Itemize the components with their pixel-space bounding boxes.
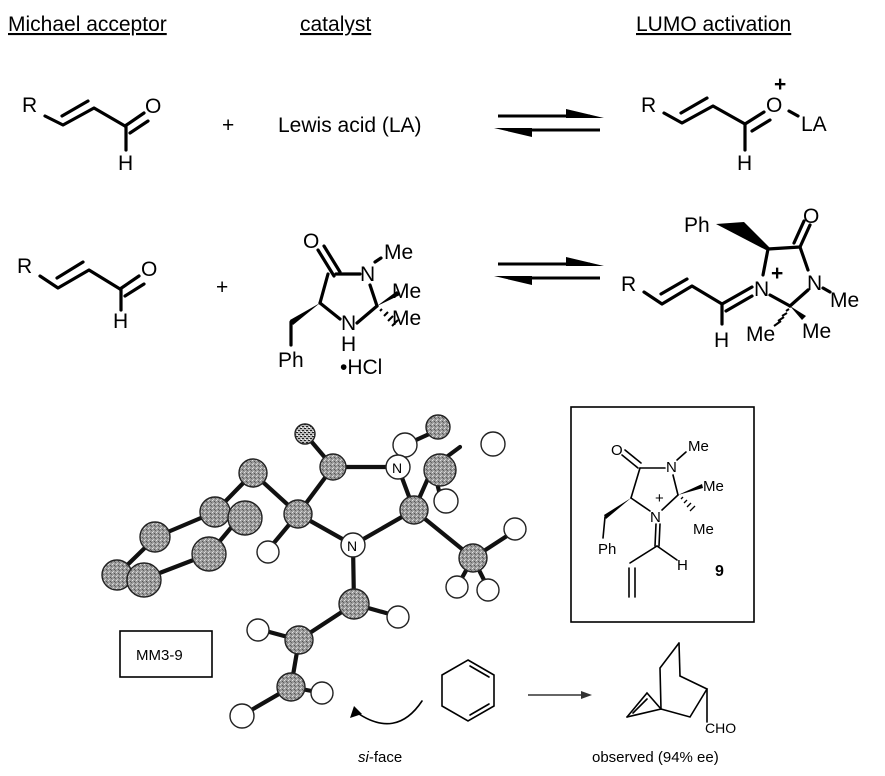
atom-label-R: R bbox=[621, 273, 636, 296]
observed-ee-label: observed (94% ee) bbox=[592, 749, 719, 766]
mm3-9-label: MM3-9 bbox=[136, 647, 183, 664]
header-lumo-activation: LUMO activation bbox=[636, 13, 791, 36]
header-catalyst: catalyst bbox=[300, 13, 371, 36]
n-methyl-label: Me bbox=[384, 241, 413, 264]
plus-sign-row1: + bbox=[222, 114, 234, 137]
atom-N2-label: N bbox=[347, 538, 357, 554]
iminium-charge: + bbox=[771, 262, 783, 285]
atom-label-N: N bbox=[360, 263, 375, 286]
n-methyl-label: Me bbox=[688, 438, 709, 455]
aldehyde-CHO-label: CHO bbox=[705, 720, 736, 736]
atom-label-O: O bbox=[803, 205, 819, 228]
amine-N-label: N bbox=[341, 312, 356, 335]
iminium-N-label: N bbox=[754, 278, 769, 301]
oxonium-charge: + bbox=[774, 73, 786, 96]
equilibrium-arrow-row2 bbox=[494, 257, 604, 285]
hcl-salt-label: •HCl bbox=[340, 356, 382, 379]
methyl-hash-label: Me bbox=[746, 323, 775, 346]
iminium-N-label: N bbox=[650, 509, 661, 526]
methyl-wedge-label: Me bbox=[802, 320, 831, 343]
n-methyl-label: Me bbox=[830, 289, 859, 312]
atom-label-O: O bbox=[145, 95, 161, 118]
methyl-wedge-label: Me bbox=[703, 478, 724, 495]
atom-label-H: H bbox=[714, 329, 729, 352]
methyl-hash-label: Me bbox=[693, 521, 714, 538]
atom-label-R: R bbox=[641, 94, 656, 117]
atom-label-R: R bbox=[22, 94, 37, 117]
atom-label-H: H bbox=[113, 310, 128, 333]
catalyst-lewis-acid: Lewis acid (LA) bbox=[278, 114, 422, 137]
compound-9-inset: O N Me Me Me N + Ph H 9 bbox=[570, 406, 755, 623]
amine-H-label: H bbox=[341, 333, 356, 356]
atom-label-O: O bbox=[611, 442, 623, 459]
lewis-acid-label: LA bbox=[801, 113, 827, 136]
atom-label-H: H bbox=[737, 152, 752, 175]
phenyl-label: Ph bbox=[278, 349, 304, 372]
iminium-ion-product: Ph O N Me N + Me Me R H bbox=[621, 205, 859, 352]
si-face-label: si-face bbox=[358, 749, 402, 766]
atom-label-H: H bbox=[677, 557, 688, 574]
phenyl-label: Ph bbox=[684, 214, 710, 237]
mm3-9-label-box: MM3-9 bbox=[119, 630, 213, 678]
header-michael-acceptor: Michael acceptor bbox=[8, 13, 167, 36]
cyclohexadiene-structure bbox=[441, 659, 495, 722]
atom-N1-label: N bbox=[392, 460, 402, 476]
bicyclooctene-product: CHO observed (94% ee) bbox=[592, 642, 736, 766]
reaction-arrow bbox=[528, 691, 592, 699]
plus-sign-row2: + bbox=[216, 276, 228, 299]
si-face-approach: si-face bbox=[350, 700, 423, 766]
nitrogen-atom-amide bbox=[385, 454, 411, 480]
equilibrium-arrow-row1 bbox=[494, 109, 604, 137]
gem-methyl-hash-label: Me bbox=[392, 307, 421, 330]
imidazolidinone-catalyst: O N Me Me Me N H Ph •HCl bbox=[278, 230, 421, 379]
atom-label-O: O bbox=[141, 258, 157, 281]
enal-structure-row1: R O H bbox=[22, 94, 161, 175]
compound-number: 9 bbox=[715, 563, 724, 580]
atom-label-H: H bbox=[118, 152, 133, 175]
amide-N-label: N bbox=[666, 459, 677, 476]
nitrogen-atom-iminium bbox=[340, 532, 366, 558]
atom-label-O: O bbox=[303, 230, 319, 253]
activated-enal-row1: R O + LA H bbox=[641, 73, 827, 175]
amide-N-label: N bbox=[807, 272, 822, 295]
iminium-charge: + bbox=[655, 490, 664, 507]
enal-structure-row2: R O H bbox=[17, 255, 157, 333]
phenyl-label: Ph bbox=[598, 541, 616, 558]
gem-methyl-wedge-label: Me bbox=[392, 280, 421, 303]
atom-label-O: O bbox=[766, 94, 782, 117]
atom-label-R: R bbox=[17, 255, 32, 278]
mm3-9-ball-and-stick-model: N N bbox=[101, 414, 527, 729]
